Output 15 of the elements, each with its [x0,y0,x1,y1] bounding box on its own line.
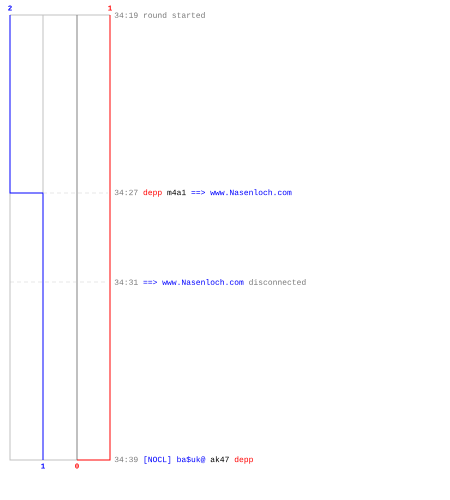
arrow-text: ==> [191,190,205,194]
player-name: www.Nasenloch.com [210,189,292,196]
player-name: [NOCL] ba$uk@ [144,456,206,464]
weapon-name: ak47 [210,456,229,462]
player-name: depp [144,189,162,197]
weapon-name: m4a1 [167,190,186,196]
event-text: disconnected [249,279,306,285]
timestamp: 34:31 [114,280,138,285]
player-name: depp [234,456,253,464]
player-name: www.Nasenloch.com [162,279,244,285]
event-text: round started [144,12,205,18]
timestamp: 34:27 [114,190,138,196]
timestamp: 34:39 [114,456,138,462]
arrow-text: ==> [143,280,157,284]
timestamp: 34:19 [114,12,138,18]
